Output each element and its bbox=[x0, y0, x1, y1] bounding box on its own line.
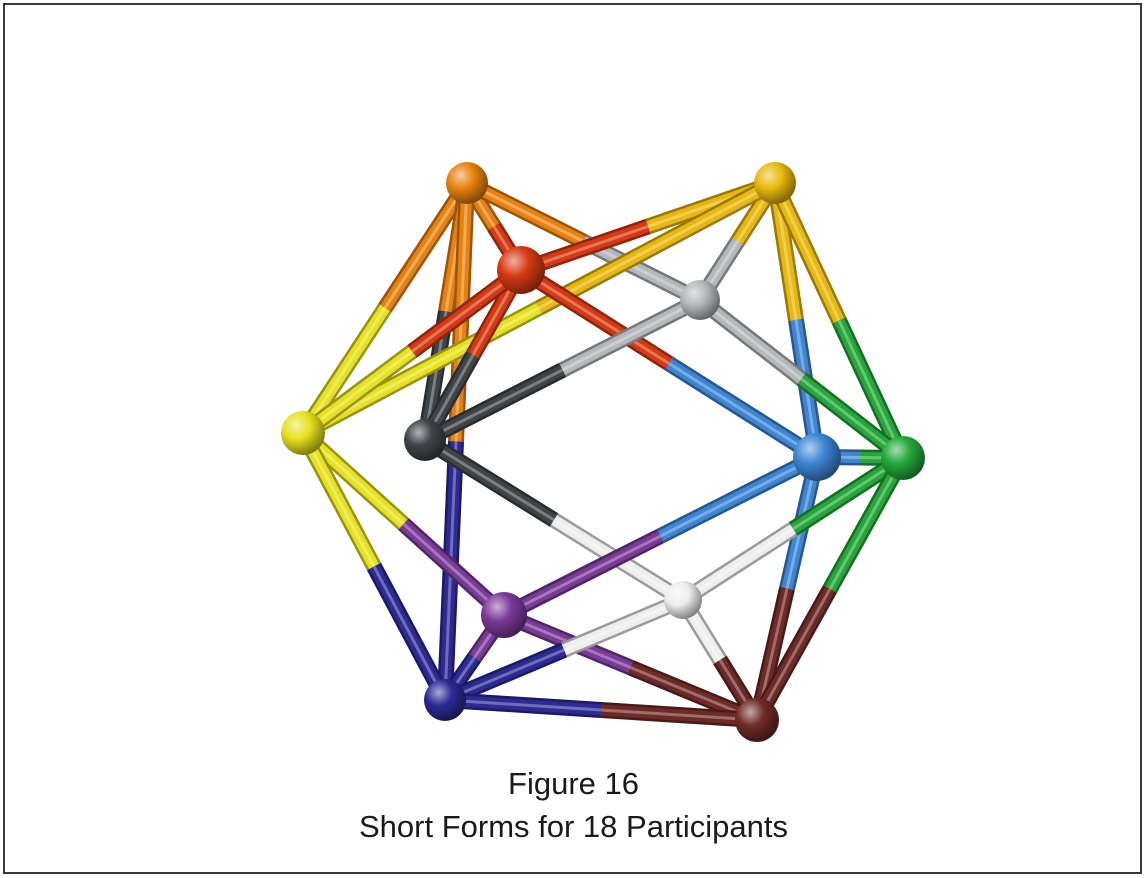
node-green bbox=[881, 436, 925, 480]
node-navy bbox=[424, 679, 466, 721]
node-red bbox=[497, 246, 545, 294]
node-charcoal bbox=[404, 419, 446, 461]
node-white bbox=[664, 581, 702, 619]
edge-yellow-navy-half-navy-highlight bbox=[374, 567, 445, 701]
edge-green-white-half-white-highlight bbox=[683, 529, 793, 600]
figure-subtitle: Short Forms for 18 Participants bbox=[0, 809, 1147, 845]
node-purple bbox=[481, 592, 527, 638]
figure-title: Figure 16 bbox=[0, 766, 1147, 802]
node-orange bbox=[446, 162, 488, 204]
node-silver bbox=[680, 280, 720, 320]
node-maroon bbox=[735, 698, 779, 742]
node-gold bbox=[754, 162, 796, 204]
edge-yellow-navy-half-yellow-highlight bbox=[303, 433, 374, 567]
node-blue bbox=[793, 433, 841, 481]
edge-charcoal-white-half-charcoal-highlight bbox=[425, 440, 554, 520]
edge-white-navy-half-white-highlight bbox=[564, 600, 683, 650]
node-yellow bbox=[281, 411, 325, 455]
